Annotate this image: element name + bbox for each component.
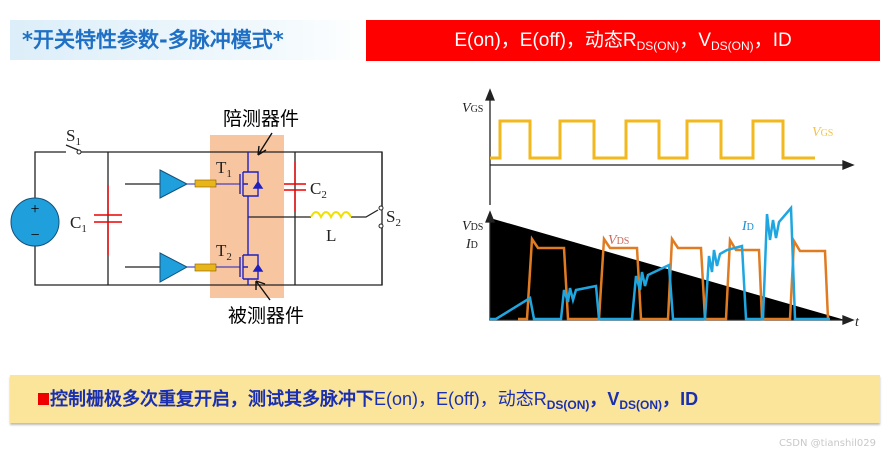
sep: ， — [662, 389, 681, 409]
vds-legend: VDS — [608, 233, 629, 248]
label-c2: C2 — [310, 179, 327, 201]
sep: ， — [753, 30, 773, 51]
slide-title: *开关特性参数-多脉冲模式* — [10, 20, 365, 60]
mosfet-t1 — [239, 152, 264, 217]
minus-sign: − — [30, 227, 39, 244]
vds-text: V — [607, 389, 620, 409]
t-axis-label: t — [855, 315, 860, 330]
plus-sign: + — [30, 201, 39, 218]
eon-text: E(on)， — [374, 389, 437, 409]
label-l: L — [326, 226, 336, 245]
sep: ， — [679, 30, 699, 51]
driver-t1 — [159, 169, 240, 199]
vgs-axis-label: VGS — [462, 101, 483, 116]
arrow-companion — [257, 132, 273, 156]
rds-text: 动态R — [497, 389, 547, 409]
eoff-text: E(off)， — [519, 30, 585, 51]
vds-axis-label: VDS — [462, 219, 483, 234]
rds-sub: DS(ON) — [636, 39, 680, 53]
voltage-source — [10, 197, 60, 247]
vds-text: V — [698, 30, 711, 51]
rds-sub: DS(ON) — [546, 398, 590, 412]
id-text: ID — [680, 389, 699, 409]
label-c1: C1 — [70, 213, 87, 235]
vgs-legend: VGS — [812, 125, 833, 140]
arrow-dut — [255, 280, 271, 301]
parameter-banner: E(on)，E(off)，动态RDS(ON)，VDS(ON)，ID — [366, 20, 880, 61]
eon-text: E(on)， — [454, 30, 520, 51]
circuit-wires — [34, 144, 383, 286]
capacitor-c2 — [284, 162, 306, 212]
id-axis-label: ID — [465, 237, 478, 252]
label-t1: T1 — [216, 158, 232, 180]
label-companion-device: 陪测器件 — [223, 108, 299, 130]
id-legend: ID — [741, 219, 754, 234]
sep: ， — [589, 389, 608, 409]
watermark: CSDN @tianshil029 — [778, 438, 876, 449]
vds-sub: DS(ON) — [619, 398, 663, 412]
vds-sub: DS(ON) — [711, 39, 754, 53]
inductor — [310, 211, 352, 220]
label-t2: T2 — [216, 241, 232, 263]
vgs-waveform — [490, 119, 815, 160]
summary-box: 控制栅极多次重复开启，测试其多脉冲下E(on)，E(off)，动态RDS(ON)… — [10, 375, 880, 423]
label-s1: S1 — [66, 126, 81, 148]
driver-t2 — [159, 252, 240, 283]
rds-text: 动态R — [584, 30, 637, 51]
summary-text: 控制栅极多次重复开启，测试其多脉冲下 — [50, 389, 374, 409]
eoff-text: E(off)， — [436, 389, 498, 409]
mosfet-t2 — [239, 217, 264, 285]
id-text: ID — [772, 30, 792, 51]
capacitor-c1 — [94, 185, 122, 255]
label-device-under-test: 被测器件 — [228, 305, 304, 327]
vds-waveform — [518, 235, 830, 321]
bullet-icon — [38, 393, 49, 405]
id-waveform — [490, 204, 830, 321]
label-s2: S2 — [386, 207, 401, 229]
